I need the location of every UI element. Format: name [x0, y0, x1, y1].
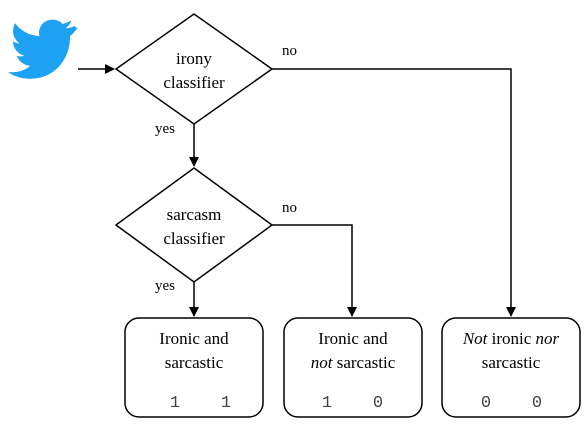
edge-irony-no	[272, 68, 516, 317]
edge-sarcasm-no	[272, 224, 357, 317]
sarcasm-node-line1: sarcasm	[167, 205, 222, 224]
outcome1-irony-code: 1	[170, 394, 180, 413]
sarcasm-classifier-node	[114, 167, 274, 283]
edge-label-irony-no: no	[282, 43, 297, 59]
outcome1-line1: Ironic and	[159, 329, 229, 348]
outcome1-line2: sarcastic	[165, 353, 224, 372]
outcome3-line1: Not ironic nor	[462, 329, 560, 348]
irony-node-line1: irony	[176, 49, 212, 68]
outcome3-line1-italic-b: nor	[536, 329, 560, 348]
edge-label-irony-yes: yes	[155, 121, 175, 137]
outcome3-line1-mid: ironic	[487, 329, 535, 348]
outcome3-line2: sarcastic	[482, 353, 541, 372]
edge-label-sarcasm-yes: yes	[155, 278, 175, 294]
outcome1-sarcasm-code: 1	[221, 394, 231, 413]
outcome2-sarcasm-code: 0	[373, 394, 383, 413]
outcome3-irony-code: 0	[481, 394, 491, 413]
outcome2-line2: not sarcastic	[311, 353, 396, 372]
outcome-ironic-not-sarcastic: Ironic and not sarcastic 1 0	[283, 317, 423, 418]
irony-classifier-node	[114, 13, 274, 125]
outcome3-sarcasm-code: 0	[532, 394, 542, 413]
irony-node-line2: classifier	[163, 73, 225, 92]
outcome2-line2-rest: sarcastic	[332, 353, 395, 372]
outcome3-line1-italic-a: Not	[462, 329, 489, 348]
outcome2-line1: Ironic and	[318, 329, 388, 348]
outcome-ironic-sarcastic: Ironic and sarcastic 1 1	[124, 317, 264, 418]
outcome2-irony-code: 1	[322, 394, 332, 413]
sarcasm-node-line2: classifier	[163, 229, 225, 248]
edge-label-sarcasm-no: no	[282, 200, 297, 216]
outcome2-line2-italic: not	[311, 353, 334, 372]
outcome-not-ironic-nor-sarcastic: Not ironic nor sarcastic 0 0	[441, 317, 581, 418]
twitter-bird-icon	[8, 19, 78, 79]
